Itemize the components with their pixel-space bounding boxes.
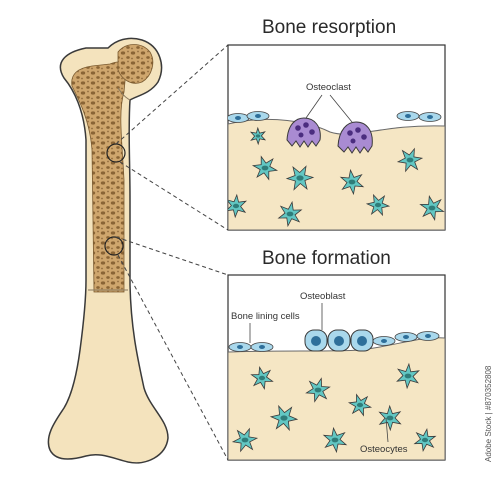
osteocyte-nucleus	[258, 375, 266, 381]
stock-watermark: Adobe Stock | #870352808	[484, 365, 493, 462]
osteocyte-nucleus	[255, 134, 261, 138]
spongy-bone	[71, 61, 127, 293]
osteocyte-nucleus	[232, 203, 240, 209]
zoom-connectors	[115, 44, 229, 461]
formation-title: Bone formation	[262, 248, 391, 269]
osteoblast-cells	[304, 329, 374, 352]
osteocyte-nucleus	[421, 437, 429, 443]
lining-cells-bottom	[228, 331, 440, 352]
osteocyte-nucleus	[280, 415, 288, 421]
osteocytes-pointer	[385, 417, 389, 443]
resorption-title: Bone resorption	[262, 17, 397, 38]
osteocytes-bottom	[231, 362, 437, 454]
neck-line	[117, 87, 131, 101]
osteoclast-pointer-2	[329, 94, 353, 123]
osteocyte-nucleus	[296, 175, 304, 181]
bone-lining-cells-label: Bone lining cells	[231, 311, 300, 322]
osteocyte-nucleus	[286, 211, 294, 217]
resorption-matrix	[228, 118, 445, 230]
osteocyte-nucleus	[356, 402, 364, 408]
osteocyte-nucleus	[404, 373, 412, 379]
osteoclast-cells	[286, 117, 373, 154]
osteocytes-top	[228, 126, 445, 228]
zoom-circle-formation	[104, 236, 124, 256]
femur-bone	[47, 37, 169, 464]
osteocyte-nucleus	[348, 179, 356, 185]
osteoclast-label: Osteoclast	[306, 82, 351, 93]
osteocytes-label: Osteocytes	[360, 444, 408, 455]
osteocyte-nucleus	[406, 157, 414, 163]
resorption-panel	[227, 44, 446, 231]
osteocyte-nucleus	[386, 415, 394, 421]
osteocyte-nucleus	[331, 437, 339, 443]
osteoblast-label: Osteoblast	[300, 291, 346, 302]
lining-cells-top	[228, 111, 442, 123]
femoral-head	[117, 44, 154, 84]
osteocyte-nucleus	[428, 205, 436, 211]
osteocyte-nucleus	[241, 437, 249, 443]
osteocyte-nucleus	[374, 202, 382, 208]
formation-panel	[227, 274, 446, 461]
osteocyte-nucleus	[314, 387, 322, 393]
osteocyte-nucleus	[261, 165, 269, 171]
osteoclast-pointer-1	[305, 94, 323, 119]
